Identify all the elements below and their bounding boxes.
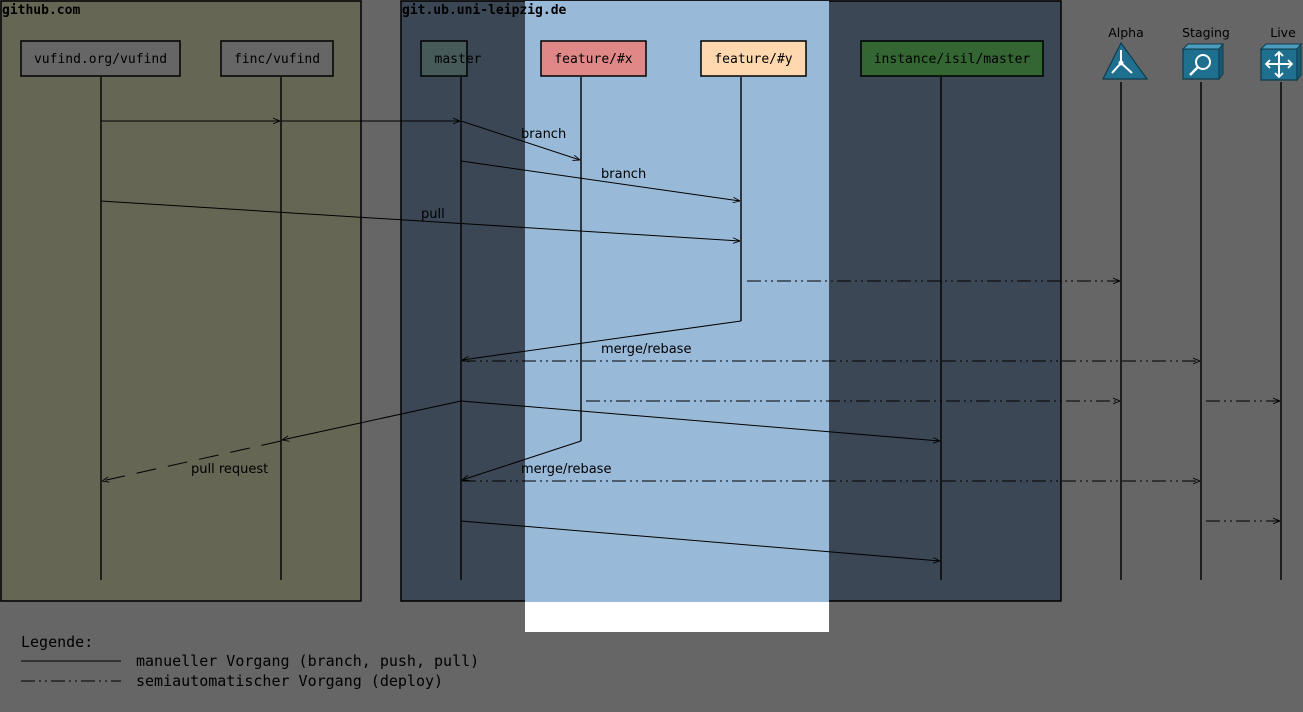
- msg-branch-y: [460, 160, 740, 201]
- server-label: Live: [1270, 25, 1296, 40]
- server-label: Staging: [1182, 25, 1230, 40]
- legend-semi: semiautomatischer Vorgang (deploy): [136, 672, 443, 690]
- server-label: Alpha: [1108, 25, 1144, 40]
- cross-arrows-icon: [1259, 42, 1303, 82]
- deploy-messages: [462, 281, 1280, 521]
- magnifier-icon: [1181, 42, 1225, 81]
- msg-branch-x: [460, 120, 580, 160]
- label-merge-x: merge/rebase: [521, 462, 611, 477]
- router-icon: [1102, 41, 1149, 80]
- legend-title: Legende:: [21, 633, 93, 651]
- participant-finc[interactable]: finc/vufind: [220, 40, 334, 77]
- server-staging[interactable]: Staging: [1181, 25, 1230, 81]
- msg-merge-y: [462, 320, 742, 360]
- msg-master-to-finc: [282, 400, 462, 440]
- msg-merge-x: [462, 440, 582, 480]
- region-github: [0, 0, 362, 602]
- participant-label: finc/vufind: [234, 52, 320, 67]
- feature-band: [525, 1, 829, 632]
- msg-master-to-instance-1: [460, 400, 940, 441]
- participant-feature-y[interactable]: feature/#y: [700, 40, 807, 77]
- msg-pull: [100, 200, 740, 241]
- participant-label: instance/isil/master: [874, 52, 1031, 67]
- legend-manual: manueller Vorgang (branch, push, pull): [136, 652, 479, 670]
- lifelines: [100, 77, 1282, 580]
- label-pull: pull: [421, 207, 445, 222]
- participant-feature-x[interactable]: feature/#x: [540, 40, 647, 77]
- region-uni-label: git.ub.uni-leipzig.de: [402, 3, 567, 18]
- participant-label: vufind.org/vufind: [34, 52, 167, 67]
- participant-master[interactable]: master: [420, 40, 482, 77]
- label-pull-request: pull request: [191, 462, 268, 477]
- label-branch-x: branch: [521, 127, 566, 142]
- participant-label: master: [435, 52, 482, 67]
- participant-vufind-org[interactable]: vufind.org/vufind: [20, 40, 181, 77]
- participant-label: feature/#y: [714, 52, 792, 67]
- legend: Legende: manueller Vorgang (branch, push…: [21, 633, 479, 690]
- server-live[interactable]: Live: [1259, 25, 1303, 82]
- feature-band-white: [525, 602, 829, 632]
- label-branch-y: branch: [601, 167, 646, 182]
- region-github-label: github.com: [2, 3, 80, 18]
- participant-label: feature/#x: [554, 52, 632, 67]
- label-merge-y: merge/rebase: [601, 342, 691, 357]
- server-alpha[interactable]: Alpha: [1102, 25, 1149, 80]
- participant-instance[interactable]: instance/isil/master: [860, 40, 1044, 77]
- msg-master-to-instance-2: [460, 520, 940, 561]
- manual-messages: [100, 120, 940, 561]
